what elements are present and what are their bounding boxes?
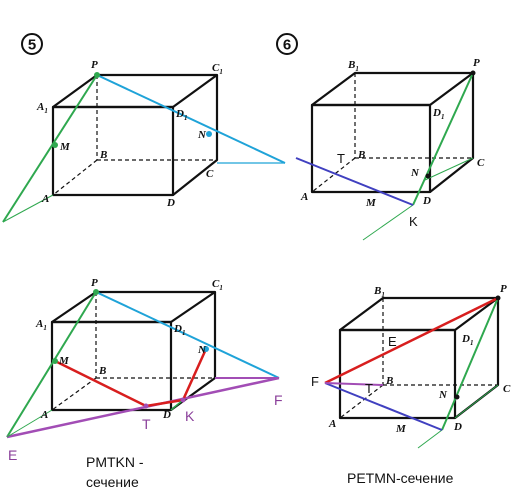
label-t-5b: T	[142, 416, 151, 432]
label-n-6b: N	[438, 389, 448, 401]
label-m-6b: M	[395, 423, 407, 435]
line-nc-6	[424, 157, 474, 181]
label-b-5b: B	[98, 365, 106, 377]
figure-6b-hidden-edges	[339, 298, 498, 419]
label-m-6: M	[365, 197, 377, 209]
line-pn-extension-5b	[95, 291, 280, 379]
label-a: A	[41, 193, 49, 205]
label-m: M	[59, 141, 71, 153]
label-p-6: P	[473, 57, 480, 69]
label-a-6b: A	[328, 418, 336, 430]
label-b-6b: B	[385, 375, 393, 387]
label-k-6: K	[409, 214, 418, 229]
point-n	[206, 131, 212, 137]
label-a1-5b: A1	[35, 318, 47, 332]
label-b1-6: B1	[347, 59, 359, 73]
line-pm-extension-5b	[6, 291, 97, 438]
label-k-5b: K	[185, 408, 195, 424]
label-d-6b: D	[453, 421, 462, 433]
label-e-5b: E	[8, 447, 17, 463]
label-b-6: B	[357, 149, 365, 161]
point-p-5b	[93, 289, 99, 295]
line-pf	[324, 296, 499, 385]
line-ae-thin	[6, 409, 53, 438]
label-d1-5b: D1	[173, 323, 185, 337]
label-m-5b: M	[58, 355, 70, 367]
label-d1: D1	[175, 108, 187, 122]
label-d: D	[166, 197, 175, 209]
point-p-6b	[495, 295, 501, 301]
caption-6b: PETMN-сечение	[347, 470, 454, 486]
label-p-6b: P	[500, 283, 507, 295]
point-p-6	[470, 70, 476, 76]
line-tk	[295, 157, 414, 206]
point-n-5b	[203, 346, 209, 352]
figure-6-solution: P B1 E D1 F T B N C A M D PETMN-сечение	[311, 283, 511, 486]
line-fd	[324, 382, 443, 431]
label-c: C	[206, 168, 214, 180]
line-trace-thin-6b	[417, 429, 443, 449]
line-pn-extension	[96, 74, 286, 164]
label-f-6b: F	[311, 374, 319, 389]
figure-5: 5 P C1 A1 D1 M N B C A D	[2, 33, 286, 223]
line-trace-thin	[2, 194, 54, 223]
line-pn-extension-6	[412, 72, 474, 206]
label-b: B	[99, 149, 107, 161]
label-a-6: A	[300, 191, 308, 203]
label-b1-6b: B1	[373, 285, 385, 299]
point-n-6	[425, 173, 431, 179]
line-ef	[6, 376, 280, 439]
figure-6-number: 6	[283, 37, 291, 54]
label-c1: C1	[212, 62, 223, 76]
point-t-5b	[143, 403, 149, 409]
label-d1-6b: D1	[461, 333, 473, 347]
label-c1-5b: C1	[212, 278, 223, 292]
line-pm-extension	[2, 74, 98, 223]
label-n-6: N	[410, 167, 420, 179]
line-dc-6b	[454, 384, 499, 419]
point-m	[52, 142, 58, 148]
figure-5-number: 5	[28, 37, 36, 54]
label-d-6: D	[422, 195, 431, 207]
line-pn-extension-6b	[441, 297, 499, 431]
label-f-5b: F	[274, 392, 283, 408]
label-n: N	[197, 129, 207, 141]
figure-6-number-circle	[276, 33, 298, 55]
label-t-6b: T	[365, 381, 373, 396]
figure-5b-hidden-edges	[51, 292, 215, 411]
section-mtkn	[54, 348, 208, 408]
label-c-6: C	[477, 157, 485, 169]
label-d-5b: D	[162, 409, 171, 421]
label-c-6b: C	[503, 383, 511, 395]
label-d1-6: D1	[432, 107, 444, 121]
point-p	[94, 72, 100, 78]
figure-6: 6 P B1 D1 T B C N A M D K	[276, 33, 485, 241]
line-trace-thin-6	[362, 204, 414, 241]
label-t-6: T	[337, 151, 345, 166]
label-a1: A1	[36, 101, 48, 115]
caption-5b-line2: сечение	[86, 474, 139, 490]
figure-6-hidden-edges	[311, 73, 473, 193]
label-p-5b: P	[91, 277, 98, 289]
caption-5b-line1: PMTKN -	[86, 454, 144, 470]
line-fb	[324, 382, 384, 386]
point-m-5b	[52, 358, 58, 364]
line-kd	[170, 399, 184, 411]
label-p: P	[91, 59, 98, 71]
point-k-5b	[180, 397, 186, 403]
figure-5-number-circle	[21, 33, 43, 55]
figure-5-solution: P C1 A1 D1 M N B A D T K F E PMTKN - сеч…	[6, 277, 283, 490]
figure-5-hidden-edges	[52, 75, 217, 196]
label-a-5b: A	[40, 409, 48, 421]
point-n-6b	[454, 394, 460, 400]
label-n-5b: N	[197, 344, 207, 356]
label-e-6b: E	[388, 334, 397, 349]
figure-5-visible-edges	[51, 73, 219, 197]
